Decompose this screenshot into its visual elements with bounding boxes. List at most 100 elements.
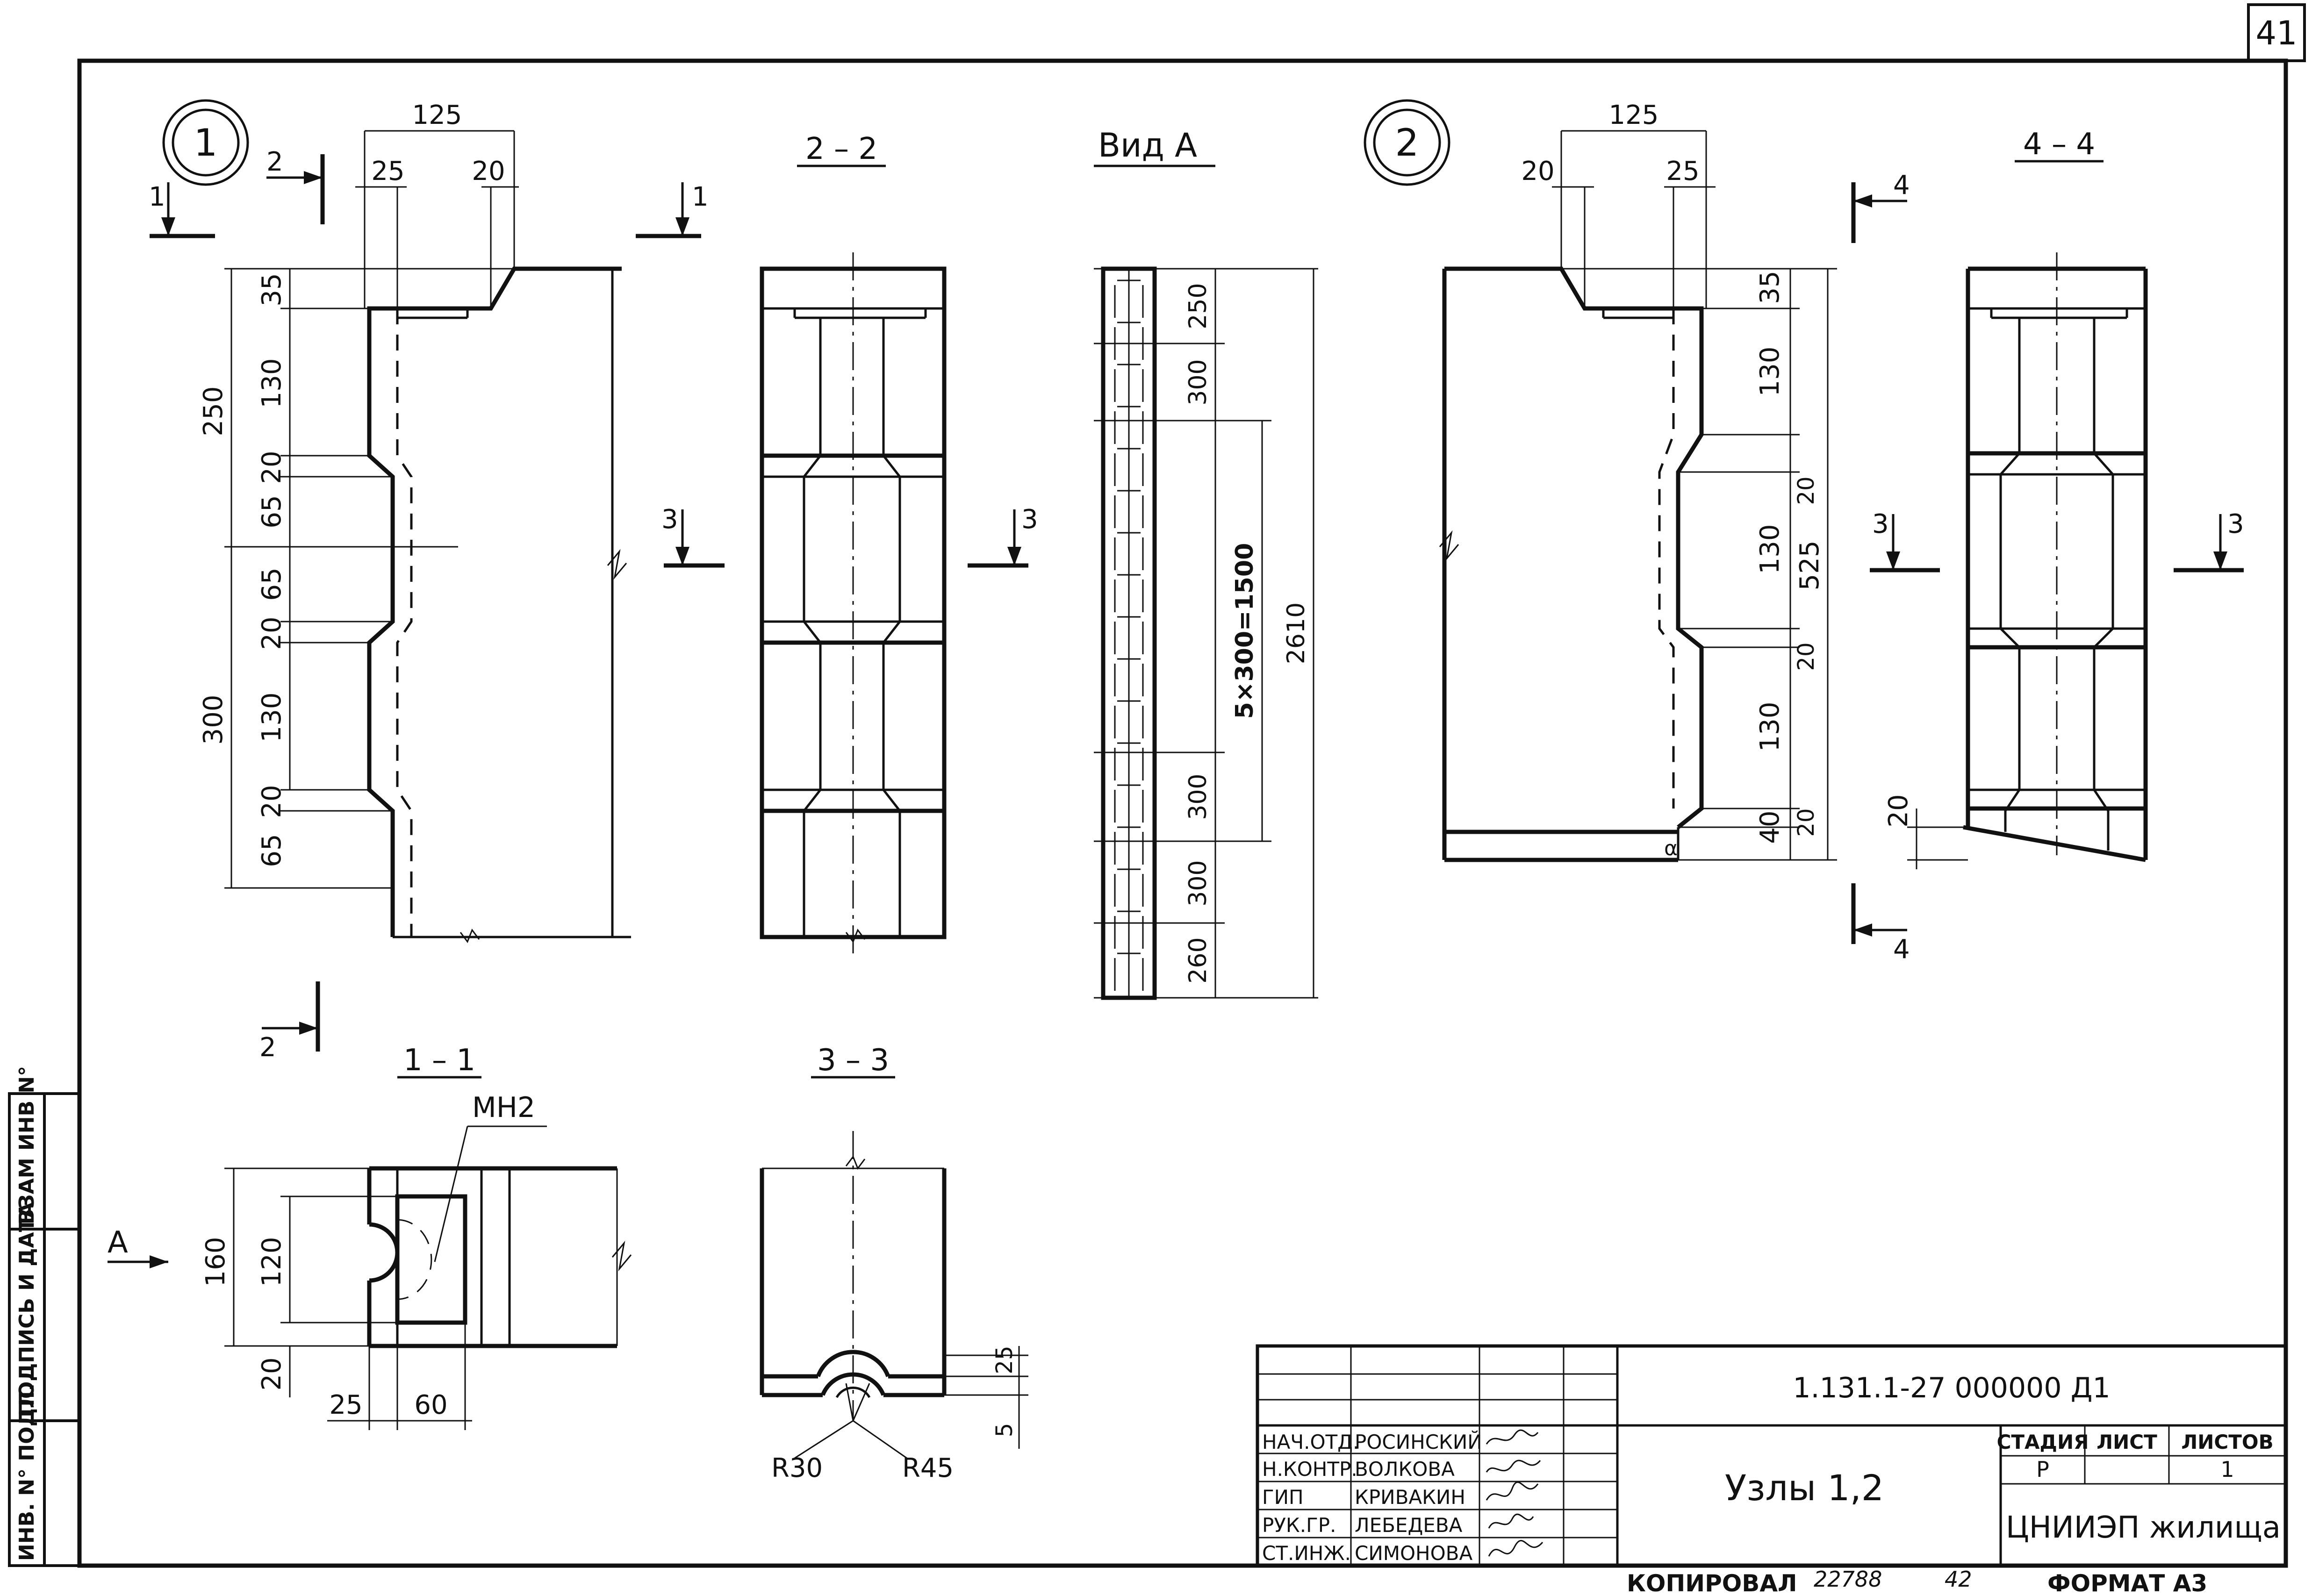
node1-dim-130a: 130 xyxy=(257,358,287,408)
node2-dim-125: 125 xyxy=(1609,100,1659,130)
section44-dim-20: 20 xyxy=(1883,794,1914,827)
signer-role-3: РУК.ГР. xyxy=(1262,1514,1336,1537)
sheet-frame: 41 xyxy=(77,3,2306,1568)
footer-copied-extra: 42 xyxy=(1945,1567,1972,1592)
node1-dim-300: 300 xyxy=(198,695,229,745)
signer-role-0: НАЧ.ОТД. xyxy=(1262,1431,1359,1453)
node1-dim-25: 25 xyxy=(371,156,404,186)
side-stamp-vzam-inv: ВЗАМ ИНВ N° xyxy=(15,1066,39,1224)
section-2-2: 2 – 2 3 3 xyxy=(661,132,1038,953)
section22-cut3-left: 3 xyxy=(661,504,678,535)
signer-name-1: ВОЛКОВА xyxy=(1355,1458,1455,1481)
node1-dim-20b: 20 xyxy=(257,616,287,650)
signer-name-2: КРИВАКИН xyxy=(1355,1486,1465,1509)
title-block-sheets-header: ЛИСТОВ xyxy=(2181,1431,2273,1453)
svg-text:α: α xyxy=(1664,837,1678,860)
node2-dim-130a: 130 xyxy=(1755,347,1785,397)
node1-dim-250: 250 xyxy=(198,386,229,437)
view-a-dim-300b: 300 xyxy=(1184,773,1212,820)
title-block-stage: Р xyxy=(2036,1457,2049,1482)
footer-copied-number: 22788 xyxy=(1814,1567,1882,1592)
node1-dim-20a: 20 xyxy=(257,451,287,484)
section11-title: 1 – 1 xyxy=(403,1043,475,1078)
section11-dim-25: 25 xyxy=(329,1390,362,1420)
view-a-dim-250: 250 xyxy=(1184,283,1212,329)
node1-dim-65b: 65 xyxy=(257,567,287,601)
signer-name-3: ЛЕБЕДЕВА xyxy=(1355,1514,1463,1537)
section11-label-mn2: МН2 xyxy=(472,1091,535,1124)
view-a-teeth xyxy=(1114,279,1144,991)
signer-role-4: СТ.ИНЖ. xyxy=(1262,1542,1351,1565)
view-a-dim-300c: 300 xyxy=(1184,860,1212,906)
page-number: 41 xyxy=(2255,14,2297,52)
section11-dim-160: 160 xyxy=(201,1237,231,1287)
node1-cut2-top: 2 xyxy=(266,147,283,177)
section33-title: 3 – 3 xyxy=(817,1043,889,1078)
node1-cut1-left: 1 xyxy=(149,182,165,212)
side-stamp-inv-podl: ИНВ. N° ПОДЛ. xyxy=(15,1383,39,1561)
signer-name-0: РОСИНСКИЙ xyxy=(1355,1430,1482,1453)
section33-dim-25: 25 xyxy=(991,1346,1018,1374)
section22-title: 2 – 2 xyxy=(805,132,877,166)
footer-copied-label: КОПИРОВАЛ xyxy=(1627,1570,1797,1596)
node2-marker: 2 xyxy=(1395,121,1419,165)
section44-cut3-left: 3 xyxy=(1872,509,1889,539)
title-block-sheet-header: ЛИСТ xyxy=(2096,1431,2157,1453)
node1-dim-65a: 65 xyxy=(257,495,287,528)
footer-format: ФОРМАТ А3 xyxy=(2047,1570,2207,1596)
node1-marker: 1 xyxy=(194,121,218,165)
node2-dim-40: 40 xyxy=(1755,810,1785,844)
signer-role-2: ГИП xyxy=(1262,1486,1304,1509)
node2-cut4-bottom: 4 xyxy=(1893,934,1910,965)
node2-dim-130c: 130 xyxy=(1755,702,1785,752)
node2-dim-25: 25 xyxy=(1666,156,1699,186)
node2-dim-20: 20 xyxy=(1521,156,1554,186)
section11-dim-60: 60 xyxy=(414,1390,447,1420)
signature-scribbles xyxy=(1486,1429,1544,1557)
title-block: 1.131.1-27 000000 Д1 Узлы 1,2 СТАДИЯ ЛИС… xyxy=(1256,1344,2288,1567)
view-a-dim-300a: 300 xyxy=(1184,359,1212,405)
node2-dim-20a: 20 xyxy=(1793,476,1819,505)
section33-r45: R45 xyxy=(902,1453,954,1483)
view-a-dim-260: 260 xyxy=(1184,937,1212,983)
title-block-doc-code: 1.131.1-27 000000 Д1 xyxy=(1793,1372,2110,1404)
node1-dim-65c: 65 xyxy=(257,834,287,867)
title-block-stage-header: СТАДИЯ xyxy=(1997,1431,2089,1453)
node2-drawing: 2 α 125 20 25 35 130 20 1 xyxy=(1364,99,1910,965)
node1-dim-20c: 20 xyxy=(257,785,287,818)
node1-cut1-right: 1 xyxy=(692,182,709,212)
section-3-3: 3 – 3 R30 R45 25 5 xyxy=(760,1043,1028,1483)
node1-dim-130b: 130 xyxy=(257,693,287,743)
sheet-footer: КОПИРОВАЛ 22788 42 ФОРМАТ А3 xyxy=(1627,1567,2207,1596)
view-a: Вид А 250 300 5×300=1500 2610 300 300 26… xyxy=(1094,126,1318,1000)
side-stamp-sign-date: ПОДПИСЬ И ДАТА xyxy=(15,1202,39,1416)
node1-dim-20: 20 xyxy=(472,156,505,186)
view-a-title: Вид А xyxy=(1098,126,1197,165)
signer-role-1: Н.КОНТР. xyxy=(1262,1458,1357,1481)
signer-name-4: СИМОНОВА xyxy=(1355,1542,1472,1565)
node2-dim-20b: 20 xyxy=(1793,642,1819,671)
title-block-name: Узлы 1,2 xyxy=(1725,1467,1884,1509)
section33-dim-5: 5 xyxy=(991,1423,1018,1438)
section22-cut3-right: 3 xyxy=(1021,504,1038,535)
view-a-dim-5x300: 5×300=1500 xyxy=(1231,543,1259,719)
section-1-1: 1 – 1 МН2 А 160 120 20 25 xyxy=(108,1043,632,1430)
node1-dim-35: 35 xyxy=(257,273,287,306)
node1-drawing: 1 1 2 1 2 125 xyxy=(149,99,709,1063)
section44-cut3-right: 3 xyxy=(2227,509,2244,539)
node2-dim-130b: 130 xyxy=(1755,524,1785,574)
section-4-4: 4 – 4 20 3 3 xyxy=(1870,127,2244,869)
section44-title: 4 – 4 xyxy=(2023,127,2095,162)
section11-dim-120: 120 xyxy=(257,1237,287,1287)
node2-dim-35: 35 xyxy=(1755,271,1785,304)
node1-cut2-bottom: 2 xyxy=(259,1032,276,1063)
node1-dim-125: 125 xyxy=(412,100,462,130)
node2-cut4-top: 4 xyxy=(1893,170,1910,200)
view-a-dim-2610: 2610 xyxy=(1282,602,1310,664)
node2-dim-20c: 20 xyxy=(1793,808,1819,837)
section11-dim-20: 20 xyxy=(257,1357,287,1390)
section33-r30: R30 xyxy=(771,1453,823,1483)
section11-view-a: А xyxy=(108,1225,128,1260)
title-block-org: ЦНИИЭП жилища xyxy=(2006,1510,2281,1545)
